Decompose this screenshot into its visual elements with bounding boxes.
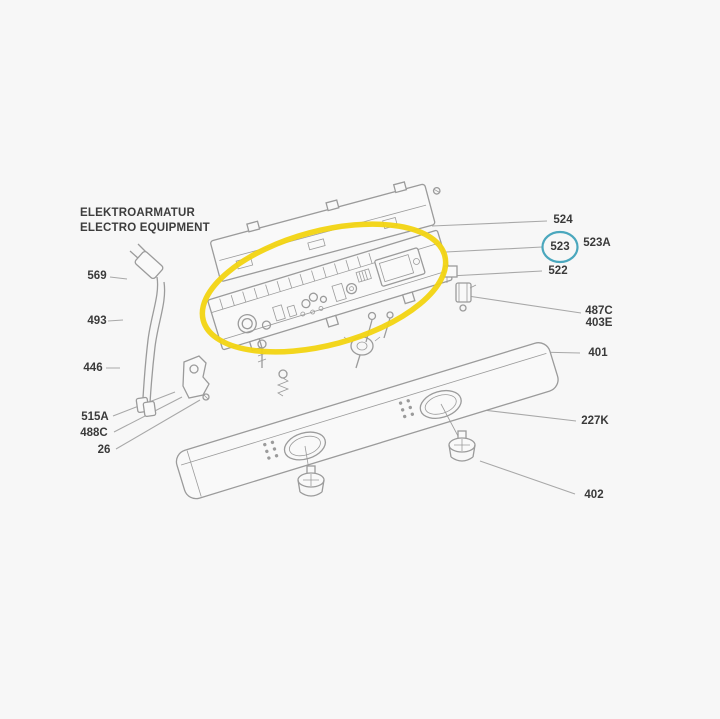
highlight-oval: [199, 221, 449, 355]
part-label-26[interactable]: 26: [97, 444, 111, 456]
part-label-523A[interactable]: 523A: [583, 237, 611, 249]
part-label-227K[interactable]: 227K: [581, 415, 609, 427]
diagram-title: ELEKTROARMATUR ELECTRO EQUIPMENT: [80, 206, 210, 236]
part-label-487C[interactable]: 487C: [585, 305, 613, 317]
cables: [135, 276, 166, 418]
mounting-bracket: [182, 355, 210, 401]
part-label-515A[interactable]: 515A: [81, 411, 109, 423]
part-label-446[interactable]: 446: [83, 362, 103, 374]
part-label-488C[interactable]: 488C: [80, 427, 108, 439]
ecu-module: [374, 247, 426, 287]
front-panel: [175, 342, 559, 500]
part-label-403E[interactable]: 403E: [585, 317, 613, 329]
knob-left: [297, 465, 325, 497]
selected-part-circle: [541, 230, 579, 264]
part-label-401[interactable]: 401: [588, 347, 608, 359]
diagram-title-line2: ELECTRO EQUIPMENT: [80, 222, 210, 234]
part-label-402[interactable]: 402: [584, 489, 604, 501]
diagram-title-line1: ELEKTROARMATUR: [80, 207, 196, 219]
top-cover: [210, 181, 441, 282]
part-label-493[interactable]: 493: [87, 315, 107, 327]
power-plug: [129, 243, 164, 280]
part-label-569[interactable]: 569: [87, 270, 107, 282]
dial-part: [343, 336, 381, 369]
part-label-524[interactable]: 524: [553, 214, 573, 226]
switch-part: [455, 282, 477, 312]
part-label-522[interactable]: 522: [548, 265, 568, 277]
knob-right: [448, 430, 476, 462]
part-label-523[interactable]: 523: [550, 241, 570, 253]
